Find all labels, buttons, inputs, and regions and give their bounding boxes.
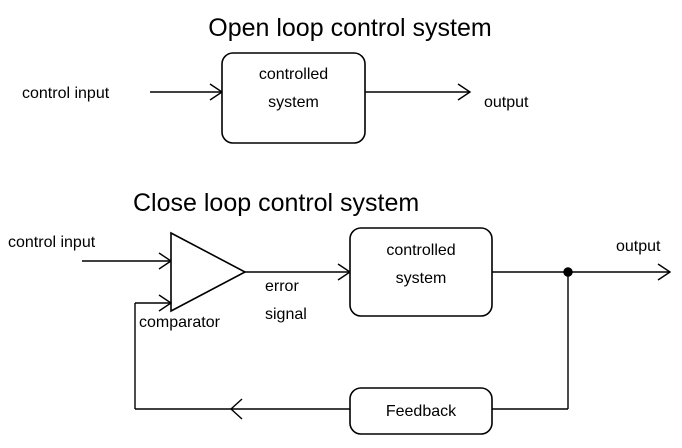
- feedback-block-label: Feedback: [386, 403, 457, 420]
- close-loop-output-label: output: [616, 238, 661, 255]
- open-loop-plant-block: [221, 52, 366, 144]
- error-signal-label-line1: error: [265, 278, 299, 295]
- open-loop-input-label: control input: [22, 85, 110, 102]
- open-loop-output-label: output: [484, 94, 529, 111]
- arrowhead-icon: [457, 83, 472, 101]
- arrowhead-icon: [657, 263, 672, 281]
- close-loop-input-label: control input: [8, 234, 96, 251]
- open-loop-plant-label-line1: controlled: [259, 66, 328, 83]
- open-loop-section: Open loop control system control input c…: [22, 14, 529, 144]
- open-loop-title: Open loop control system: [208, 14, 491, 42]
- arrowhead-icon: [229, 398, 243, 420]
- comparator-label: comparator: [139, 314, 221, 331]
- close-loop-plant-label-line2: system: [396, 270, 447, 287]
- comparator-triangle-icon: [170, 231, 247, 313]
- open-loop-plant-label-line2: system: [268, 94, 319, 111]
- feedback-block: [349, 387, 493, 435]
- close-loop-plant-label-line1: controlled: [386, 242, 455, 259]
- close-loop-title: Close loop control system: [133, 189, 419, 217]
- error-signal-label-line2: signal: [265, 306, 307, 323]
- close-loop-section: Close loop control system control input …: [8, 189, 672, 435]
